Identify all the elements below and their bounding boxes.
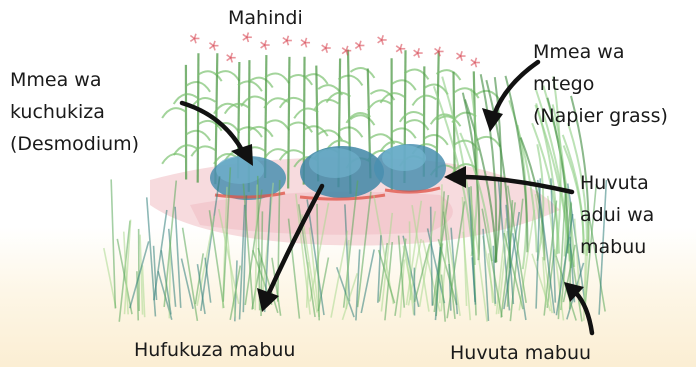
label-push-plant-line-3: (Desmodium)	[10, 128, 139, 160]
label-trap-plant-line-3: (Napier grass)	[533, 100, 668, 132]
label-maize: Mahindi	[228, 2, 303, 34]
label-attracts-enemy-line-1: Huvuta	[580, 167, 654, 199]
label-attracts-enemy: Huvuta adui wa mabuu	[580, 167, 654, 263]
maize-tassels	[190, 32, 480, 67]
label-push-plant-line-1: Mmea wa	[10, 64, 139, 96]
label-repels: Hufukuza mabuu	[134, 334, 295, 366]
label-attracts: Huvuta mabuu	[450, 337, 591, 367]
arrow-trap-plant	[494, 62, 538, 115]
label-attracts-enemy-line-3: mabuu	[580, 231, 654, 263]
label-trap-plant: Mmea wa mtego (Napier grass)	[533, 36, 668, 132]
label-attracts-enemy-line-2: adui wa	[580, 199, 654, 231]
label-push-plant: Mmea wa kuchukiza (Desmodium)	[10, 64, 139, 160]
label-push-plant-line-2: kuchukiza	[10, 96, 139, 128]
label-trap-plant-line-1: Mmea wa	[533, 36, 668, 68]
label-trap-plant-line-2: mtego	[533, 68, 668, 100]
